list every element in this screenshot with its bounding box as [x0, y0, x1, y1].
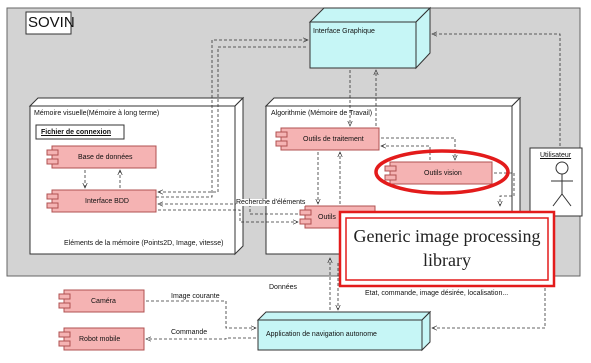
application-navigation-node — [256, 310, 432, 352]
outils-traitement-component — [275, 127, 380, 151]
connector-bdd-to-outils — [158, 209, 298, 222]
base-de-donnees-component — [46, 145, 157, 169]
base-de-donnees-label: Base de données — [78, 154, 133, 161]
connector-vision-to-traitement — [381, 146, 431, 160]
algorithmie-label: Algorithmie (Mémoire de Travail) — [271, 110, 373, 117]
application-navigation-label: Application de navigation autonome — [266, 331, 377, 338]
etat-commande-label: Etat, commande, image désirée, localisat… — [365, 290, 509, 297]
sovin-label: SOVIN — [28, 14, 75, 31]
sovin-label-box — [25, 11, 72, 35]
callout-box — [338, 210, 556, 288]
connector-nav-to-robot — [146, 338, 256, 339]
outils-partial-label: Outils — [318, 214, 336, 221]
interface-graphique-node — [308, 6, 432, 70]
connector-vision-to-right — [494, 172, 515, 206]
outils-vision-highlight — [374, 149, 510, 195]
robot-mobile-label: Robot mobile — [79, 336, 121, 343]
utilisateur-actor — [529, 147, 583, 217]
donnees-label: Données — [269, 284, 298, 291]
utilisateur-label: Utilisateur — [540, 152, 572, 159]
commande-label: Commande — [171, 329, 208, 336]
outils-vision-component — [384, 161, 493, 185]
connector-bdd-to-interface — [156, 40, 308, 198]
camera-component — [58, 289, 145, 313]
fichier-connexion-label: Fichier de connexion — [41, 129, 112, 136]
fichier-connexion-box — [35, 124, 125, 140]
memoire-visuelle-node — [28, 96, 245, 256]
image-courante-label: Image courante — [171, 293, 220, 300]
connector-utilisateur-to-ig — [432, 34, 561, 146]
connector-outils-to-bdd — [158, 204, 298, 215]
camera-label: Caméra — [91, 298, 116, 305]
outils-traitement-label: Outils de traitement — [303, 136, 364, 143]
interface-bdd-component — [46, 189, 157, 213]
connector-camera-to-nav — [146, 300, 256, 328]
interface-bdd-label: Interface BDD — [85, 198, 129, 205]
robot-mobile-component — [58, 327, 145, 351]
interface-graphique-label: Interface Graphique — [313, 28, 375, 35]
connector-interface-to-bdd — [158, 46, 306, 192]
outils-vision-label: Outils vision — [424, 170, 462, 177]
recherche-elements-label: Recherche d'éléments — [236, 199, 306, 206]
elements-memoire-label: Eléments de la mémoire (Points2D, Image,… — [64, 240, 224, 247]
callout-text: Generic image processing library — [353, 226, 541, 270]
memoire-visuelle-label: Mémoire visuelle(Mémoire à long terme) — [34, 110, 160, 117]
